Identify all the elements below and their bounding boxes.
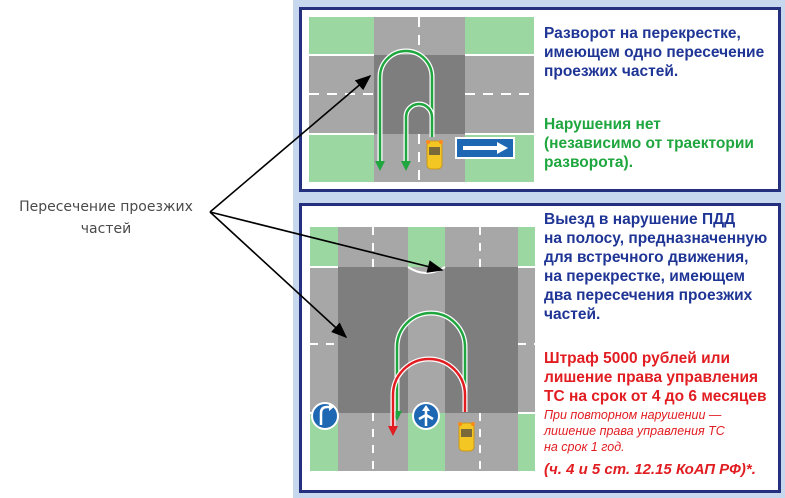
diagram-double-crossing bbox=[310, 227, 535, 471]
diagram-single-crossing bbox=[309, 17, 534, 182]
turn-sign-icon-center bbox=[412, 402, 440, 430]
panel-single-crossing: Разворот на перекрестке, имеющем одно пе… bbox=[299, 7, 781, 192]
law-reference: (ч. 4 и 5 ст. 12.15 КоАП РФ)*. bbox=[544, 461, 756, 478]
top-heading: Разворот на перекрестке, имеющем одно пе… bbox=[544, 25, 765, 80]
bottom-heading: Выезд в нарушение ПДД на полосу, предназ… bbox=[544, 211, 768, 323]
bottom-penalty: Штраф 5000 рублей или лишение права упра… bbox=[544, 350, 767, 405]
panel-double-crossing: Выезд в нарушение ПДД на полосу, предназ… bbox=[299, 203, 781, 493]
turn-sign-icon-left bbox=[311, 402, 339, 430]
repeat-note: При повторном нарушении — лишение права … bbox=[544, 408, 725, 454]
crossing-label: Пересечение проезжих частей bbox=[19, 199, 193, 237]
top-status: Нарушения нет (независимо от траектории … bbox=[544, 116, 754, 171]
